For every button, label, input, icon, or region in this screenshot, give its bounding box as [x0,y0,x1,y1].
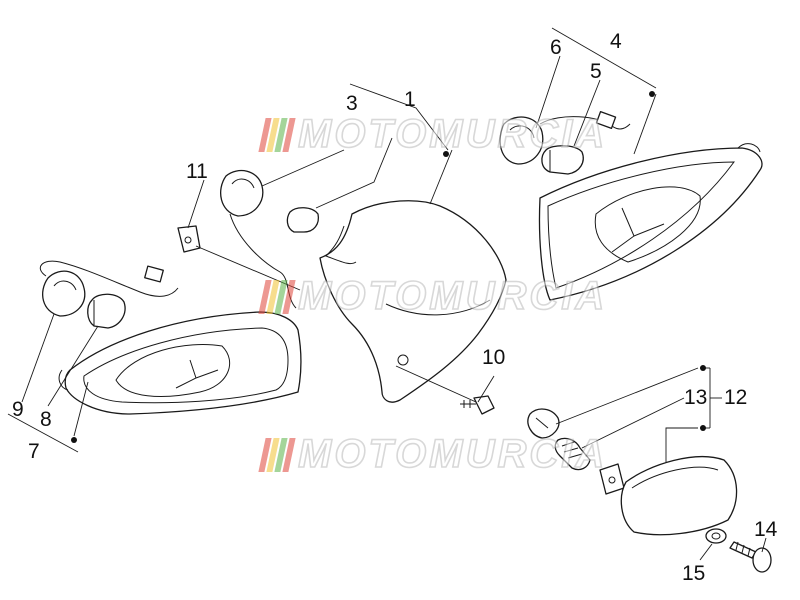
callout-6: 6 [550,36,562,59]
callout-1: 1 [404,88,416,111]
bulb-part-5[interactable] [541,145,584,175]
washer-part-15[interactable] [705,528,727,544]
callout-11: 11 [186,160,208,183]
screw-part-10[interactable] [460,395,495,415]
callout-9: 9 [12,398,24,421]
screw-part-14[interactable] [729,541,772,573]
callout-7: 7 [28,440,40,463]
rear-cover-bracket[interactable] [319,200,507,403]
callout-8: 8 [40,408,52,431]
callout-3: 3 [346,92,358,115]
socket-part-3[interactable] [220,169,297,309]
left-tail-light[interactable] [58,311,302,415]
socket-part-6[interactable] [499,110,631,165]
bulb-part-8[interactable] [87,293,126,329]
spring-clip-part-11[interactable] [177,225,201,253]
callout-13: 13 [684,386,707,409]
callout-14: 14 [754,518,778,541]
right-tail-light[interactable] [538,143,763,301]
leader-lines [7,27,767,561]
callout-10: 10 [482,346,505,369]
callout-labels: 1 3 4 5 6 7 8 9 10 11 12 13 14 15 [12,30,778,585]
licence-light-holder[interactable] [527,408,560,439]
bulb-part-2[interactable] [286,207,320,233]
callout-12: 12 [724,386,747,409]
nut-clip[interactable] [599,463,625,495]
callout-5: 5 [590,60,602,83]
callout-15: 15 [682,562,705,585]
licence-light-lens[interactable] [620,456,738,536]
socket-part-9[interactable] [39,260,179,317]
callout-4: 4 [610,30,622,53]
licence-bulb-part-13[interactable] [554,437,591,471]
